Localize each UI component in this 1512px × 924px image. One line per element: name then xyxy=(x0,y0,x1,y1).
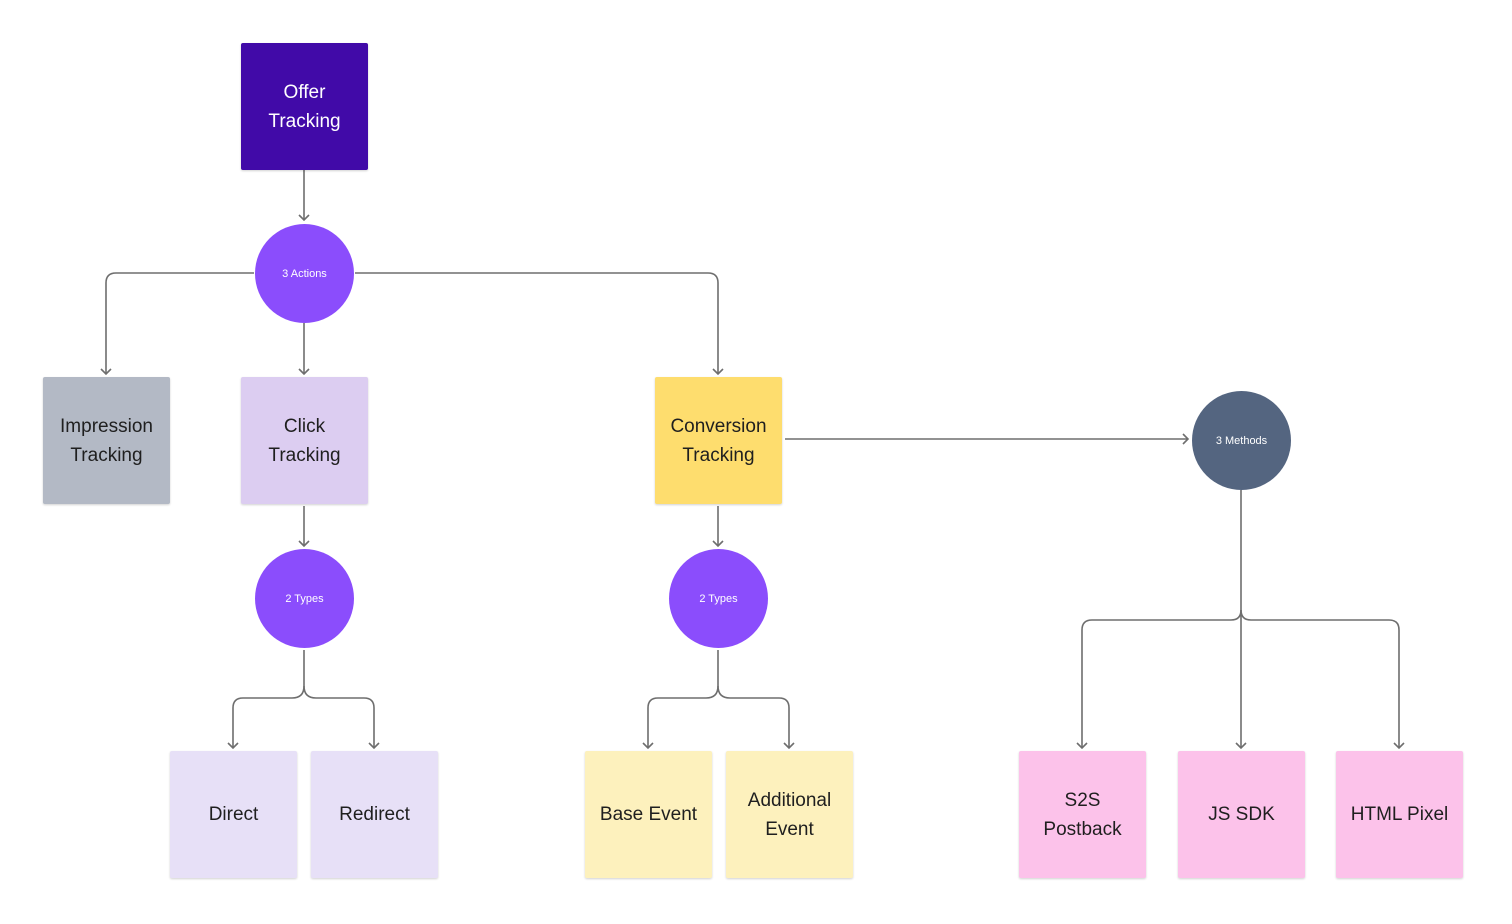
js-sdk-node[interactable]: JS SDK xyxy=(1178,751,1305,878)
offer-tracking-node[interactable]: Offer Tracking xyxy=(241,43,368,170)
actions-circle[interactable]: 3 Actions xyxy=(255,224,354,323)
click-tracking-label: Click Tracking xyxy=(268,415,341,466)
conversion-tracking-label: Conversion Tracking xyxy=(670,415,767,466)
base-event-label: Base Event xyxy=(599,804,698,825)
offer-tracking-label: Offer Tracking xyxy=(268,81,341,132)
connector-click-types-to-redirect xyxy=(303,685,380,750)
conversion-tracking-node[interactable]: Conversion Tracking xyxy=(655,377,782,504)
html-pixel-node[interactable]: HTML Pixel xyxy=(1336,751,1463,878)
click-tracking-node[interactable]: Click Tracking xyxy=(241,377,368,504)
connector-click-types-branch xyxy=(227,650,305,750)
click-types-label: 2 Types xyxy=(285,592,324,605)
s2s-postback-label: S2S Postback xyxy=(1043,789,1122,840)
click-types-circle[interactable]: 2 Types xyxy=(255,549,354,648)
methods-circle[interactable]: 3 Methods xyxy=(1192,391,1291,490)
html-pixel-label: HTML Pixel xyxy=(1350,804,1449,825)
actions-label: 3 Actions xyxy=(282,267,327,280)
impression-tracking-label: Impression Tracking xyxy=(60,415,153,466)
additional-event-node[interactable]: Additional Event xyxy=(726,751,853,878)
connector-actions-to-impression xyxy=(100,272,254,376)
redirect-node[interactable]: Redirect xyxy=(311,751,438,878)
redirect-label: Redirect xyxy=(339,804,410,825)
conversion-types-circle[interactable]: 2 Types xyxy=(669,549,768,648)
connector-actions-to-conversion xyxy=(355,272,724,376)
additional-event-label: Additional Event xyxy=(747,789,832,840)
methods-label: 3 Methods xyxy=(1215,434,1268,447)
direct-label: Direct xyxy=(208,804,259,825)
s2s-postback-node[interactable]: S2S Postback xyxy=(1019,751,1146,878)
impression-tracking-node[interactable]: Impression Tracking xyxy=(43,377,170,504)
connector-conversion-types-to-additional xyxy=(717,685,795,750)
base-event-node[interactable]: Base Event xyxy=(585,751,712,878)
connector-methods-to-html-pixel xyxy=(1240,609,1405,750)
connector-methods-to-s2s xyxy=(1076,609,1242,750)
connector-conversion-types-branch xyxy=(642,650,719,750)
conversion-types-label: 2 Types xyxy=(699,592,738,605)
direct-node[interactable]: Direct xyxy=(170,751,297,878)
js-sdk-label: JS SDK xyxy=(1208,804,1275,825)
